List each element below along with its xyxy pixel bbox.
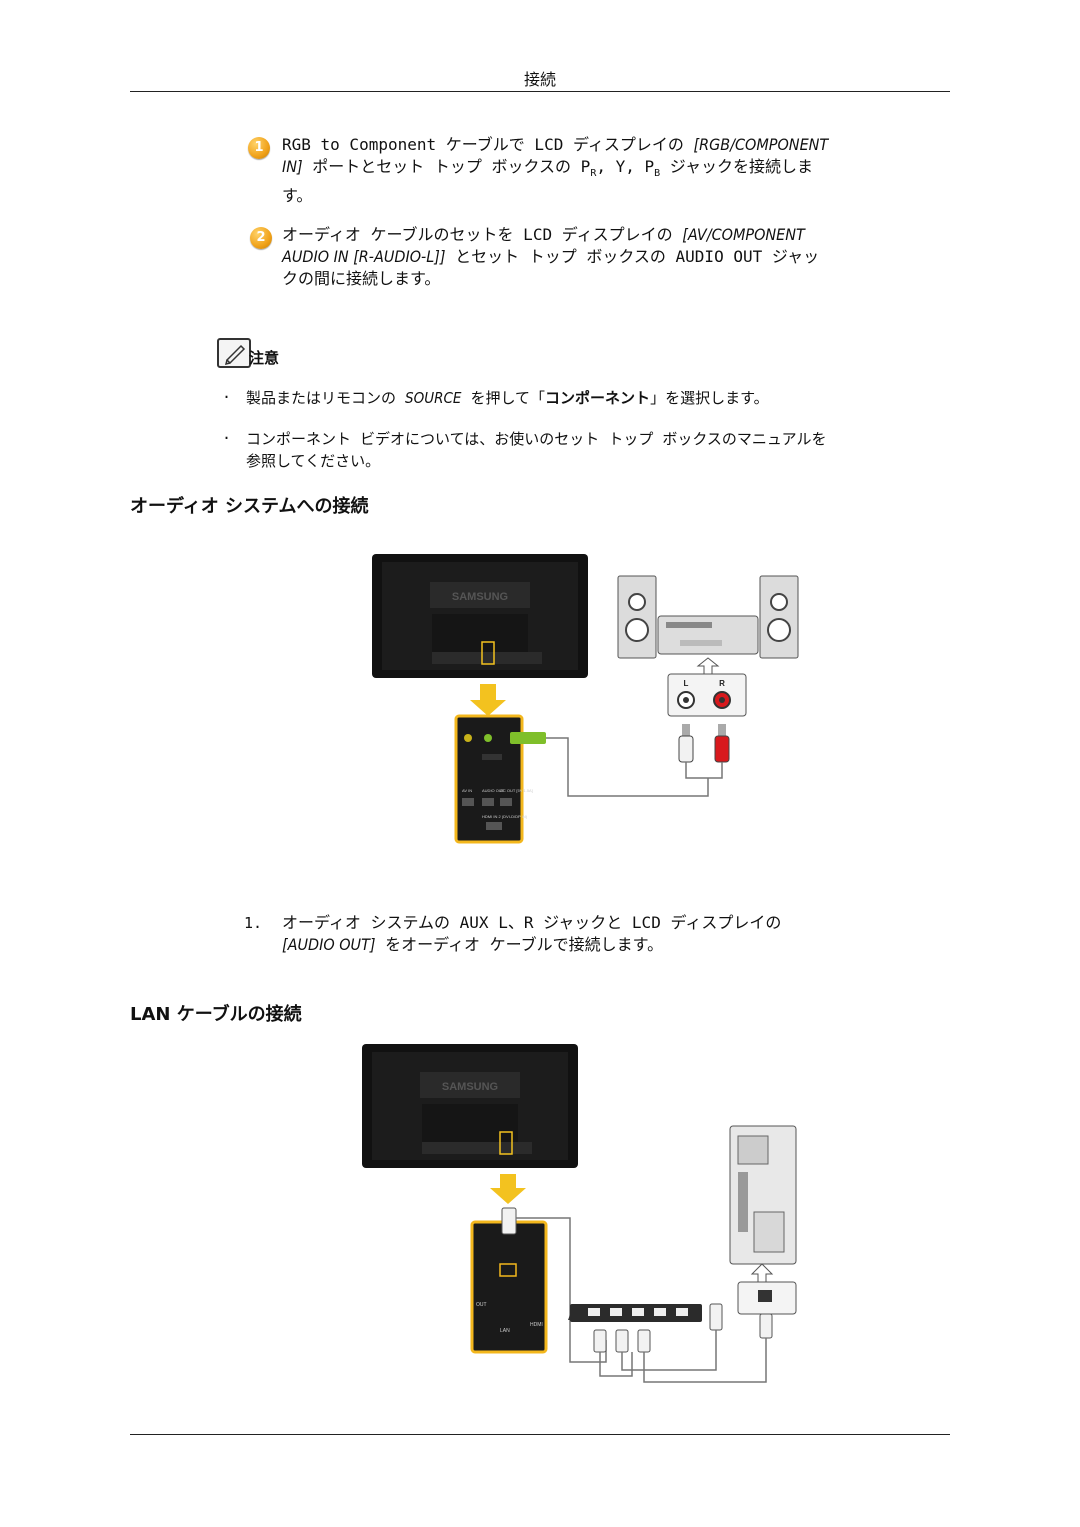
audio-system-image: [617, 575, 799, 659]
lan-port-label-out: OUT: [476, 1302, 487, 1308]
lan-section-heading: LAN ケーブルの接続: [130, 1004, 302, 1025]
page-header-title: 接続: [523, 70, 556, 89]
note-bullet-1: 製品またはリモコンの SOURCE を押して「コンポーネント」を選択します。: [246, 387, 966, 409]
audio-port-panel-image: AV IN AUDIO OUT DC OUT [5V 1.5A] HDMI IN…: [454, 714, 533, 844]
note-1-mid: を押して「: [461, 389, 546, 407]
note-label: 注意: [249, 349, 280, 367]
audio-step-number: 1.: [244, 914, 263, 932]
audio-step-line2: をオーディオ ケーブルで接続します。: [375, 935, 664, 954]
note-1-pre: 製品またはリモコンの: [246, 389, 406, 407]
footer-rule: [130, 1434, 950, 1435]
audio-section-heading: オーディオ システムへの接続: [130, 496, 369, 517]
audio-out-port-name: [AUDIO OUT]: [282, 935, 376, 954]
note-1-post: 」を選択します。: [650, 389, 769, 407]
step-2-line3: クの間に接続します。: [282, 269, 441, 288]
lan-down-arrow-icon: [490, 1174, 526, 1204]
sub-r: R: [590, 168, 597, 180]
step-2-number-icon: 2: [250, 227, 272, 249]
monitor-brand-text: SAMSUNG: [452, 591, 508, 603]
audio-plug-image: [510, 732, 546, 744]
note-bullet-mark-2: ·: [222, 429, 232, 447]
step-1-port-name: [RGB/COMPONENT: [693, 135, 829, 154]
step-2-text: オーディオ ケーブルのセットを LCD ディスプレイの [AV/COMPONEN…: [282, 224, 882, 290]
audio-connection-diagram: SAMSUNG AV IN AUDIO OUT DC OUT [5V 1.5A]…: [372, 554, 799, 844]
step-1-line1: RGB to Component ケーブルで LCD ディスプレイの: [282, 135, 694, 154]
step-1-mid: , Y, P: [596, 157, 655, 176]
header-rule: [130, 91, 950, 92]
pc-tower-image: [729, 1125, 797, 1265]
lan-plugs-image: [593, 1303, 773, 1383]
step-1-line3: す。: [282, 186, 313, 206]
pc-up-arrow-icon: [750, 1263, 774, 1283]
port-label-audio-out: AUDIO OUT: [482, 788, 505, 793]
port-label-av-in: AV IN: [462, 788, 472, 793]
note-bullet-2: コンポーネント ビデオについては、お使いのセット トップ ボックスのマニュアルを…: [246, 428, 966, 472]
lan-port-panel-image: OUT LAN HDMI: [470, 1220, 548, 1354]
jack-r-label: R: [719, 679, 725, 688]
step-1-line2-end: ジャックを接続しま: [660, 157, 814, 176]
lan-monitor-brand-text: SAMSUNG: [442, 1081, 498, 1093]
lan-connection-diagram: SAMSUNG OUT LAN HDMI: [362, 1044, 797, 1383]
lan-cable-1: [516, 1217, 607, 1363]
component-mode-name: コンポーネント: [545, 389, 651, 407]
step-2-port-name: [AV/COMPONENT: [682, 225, 805, 244]
step-1-port-name-end: IN]: [282, 157, 303, 176]
lan-port-label-lan: LAN: [500, 1328, 510, 1334]
rca-jacks-image: L R: [667, 673, 747, 717]
step-2-port-name-end: AUDIO IN [R-AUDIO-L]]: [282, 247, 446, 266]
note-pencil-icon: [217, 338, 251, 368]
note-2-line2: 参照してください。: [246, 452, 381, 470]
down-arrow-icon: [470, 684, 506, 716]
port-label-hdmi: HDMI IN 2 (DVI-D/DP IN): [482, 814, 528, 819]
sub-b: B: [654, 168, 661, 180]
audio-step-line1: オーディオ システムの AUX L、R ジャックと LCD ディスプレイの: [282, 913, 782, 932]
audio-step-text: オーディオ システムの AUX L、R ジャックと LCD ディスプレイの [A…: [282, 912, 882, 956]
lan-port-closeup-image: [737, 1281, 797, 1315]
note-2-line1: コンポーネント ビデオについては、お使いのセット トップ ボックスのマニュアルを: [246, 430, 827, 448]
note-bullet-mark-1: ·: [222, 388, 232, 406]
rca-plugs-image: [678, 724, 730, 779]
step-1-number-icon: 1: [248, 137, 270, 159]
up-arrow-icon: [696, 657, 720, 675]
step-2-line2: とセット トップ ボックスの AUDIO OUT ジャッ: [445, 247, 820, 266]
step-1-line2: ポートとセット トップ ボックスの P: [302, 157, 591, 176]
lan-plug-image: [501, 1207, 517, 1235]
step-1-text: RGB to Component ケーブルで LCD ディスプレイの [RGB/…: [282, 134, 882, 207]
monitor-back-image: SAMSUNG: [372, 554, 588, 678]
port-label-dc-out: DC OUT [5V 1.5A]: [500, 788, 533, 793]
lan-port-label-hdmi: HDMI: [530, 1322, 543, 1328]
network-hub-image: [568, 1304, 702, 1322]
step-2-line1: オーディオ ケーブルのセットを LCD ディスプレイの: [282, 225, 683, 244]
jack-l-label: L: [684, 679, 689, 688]
source-button-name: SOURCE: [405, 389, 462, 407]
audio-cable: [546, 737, 709, 797]
lan-monitor-back-image: SAMSUNG: [362, 1044, 578, 1168]
